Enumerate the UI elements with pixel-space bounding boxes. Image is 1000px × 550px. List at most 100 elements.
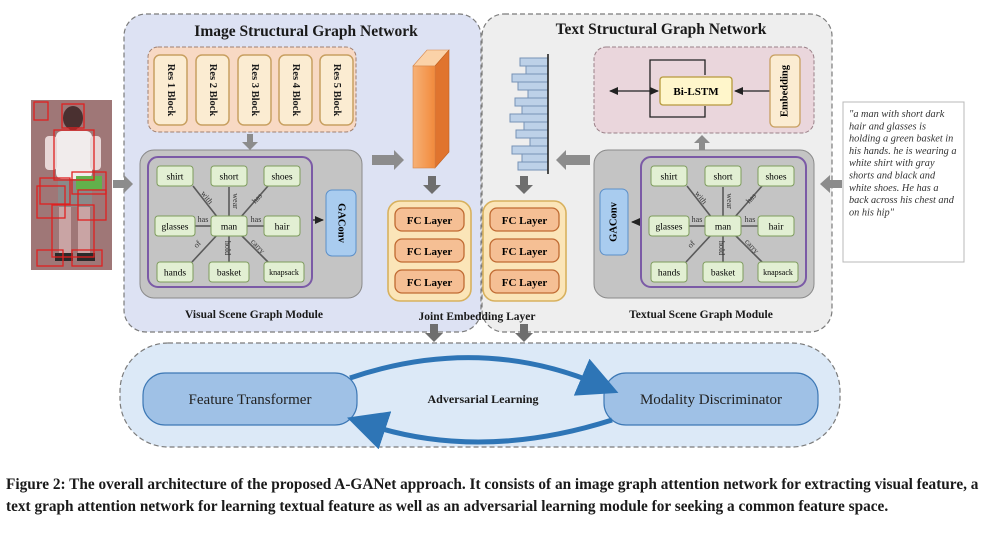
text-description-box [842,101,965,263]
res-5-block-label: Res 5 Block [331,64,342,117]
text-fc-layer-3: FC Layer [489,269,560,294]
embedding-block: Embedding [769,54,801,128]
textual-module-label: Textual Scene Graph Module [629,309,773,321]
t-node-short: short [704,165,742,187]
textual-gaconv: GAConv [599,188,629,256]
edge-label-has-left: has [198,215,209,224]
node-hair: hair [263,215,301,237]
t-node-short-label: short [714,173,733,183]
res-2-block-label: Res 2 Block [207,64,218,117]
visual-graph-frame [147,156,313,288]
node-shirt: shirt [156,165,194,187]
feature-to-fc-arrow [423,176,441,194]
node-glasses: glasses [154,215,196,237]
node-hands: hands [156,261,194,283]
t-node-hair: hair [757,215,795,237]
image-fc-layer-3: FC Layer [394,269,465,294]
textual-graph-edges [685,185,763,263]
node-shoes: shoes [263,165,301,187]
visual-graph-edges [191,185,269,263]
person-image [31,100,112,270]
architecture-figure: Image Structural Graph Network Res 1 Blo… [31,13,965,450]
bars-to-fc-arrow [515,176,533,194]
node-hair-label: hair [275,223,291,233]
t-node-hair-label: hair [769,223,785,233]
textual-graph-frame [640,156,807,288]
image-to-panel-arrow [113,175,133,193]
t-node-shirt-label: shirt [661,173,678,183]
t-node-basket: basket [702,261,744,283]
t-edge-label-has-right: has [745,215,756,224]
t-node-glasses-label: glasses [656,223,683,233]
node-shirt-label: shirt [167,173,184,183]
bilstm-lines [609,59,770,118]
node-glasses-label: glasses [162,223,189,233]
node-man-label: man [221,223,238,233]
res-2-block: Res 2 Block [195,54,230,126]
visual-scene-graph-container [139,149,363,299]
t-node-knapsack: knapsack [757,261,799,283]
t-node-basket-label: basket [711,269,736,279]
t-node-hands-label: hands [658,269,680,279]
res-3-block: Res 3 Block [237,54,272,126]
edge-label-hold: hold [223,241,232,255]
res-to-graph-arrow [242,134,258,150]
node-short: short [210,165,248,187]
image-feature-map [412,49,450,169]
node-short-label: short [220,173,239,183]
text-panel-title: Text Structural Graph Network [556,21,767,38]
t-edge-label-wear: wear [725,193,734,209]
gaconv-to-feature-arrow [372,150,404,170]
text-fc-layer-1: FC Layer [489,207,560,232]
node-knapsack-label: knapsack [269,268,299,277]
res-4-block-label: Res 4 Block [290,64,301,117]
node-hands-label: hands [164,269,186,279]
res-1-block-label: Res 1 Block [165,64,176,117]
image-fc-layer-1: FC Layer [394,207,465,232]
text-fc-layer-1-label: FC Layer [502,215,548,227]
textual-gaconv-label: GAConv [608,201,619,241]
res-5-block: Res 5 Block [319,54,354,126]
modality-discriminator-label: Modality Discriminator [640,392,782,408]
bilstm-block: Bi-LSTM [659,76,733,106]
t-node-shoes-label: shoes [765,173,786,183]
adversarial-learning-label: Adversarial Learning [428,392,539,406]
figure-caption: Figure 2: The overall architecture of th… [6,476,979,515]
image-fc-layers: FC Layer FC Layer FC Layer [394,207,465,294]
res-4-block: Res 4 Block [278,54,313,126]
t-edge-label-has-left: has [692,215,703,224]
text-gaconv-to-bars-arrow [556,150,590,170]
image-fc-layer-2-label: FC Layer [407,246,453,258]
textual-scene-graph-container [593,149,815,299]
joint-to-adversarial-arrow-right [515,324,533,342]
textual-graph-nodes: shirt short shoes glasses man hair hands… [648,165,799,283]
feature-transformer: Feature Transformer [142,372,358,426]
discriminator-to-transformer-arrow [347,411,613,450]
edge-label-wear: wear [231,193,240,209]
joint-to-adversarial-arrow-left [425,324,443,342]
image-panel-title: Image Structural Graph Network [194,23,418,40]
description-to-panel-arrow [820,175,842,193]
embedding-label: Embedding [779,64,790,117]
t-edge-label-of: of [686,239,697,250]
image-fc-layer-1-label: FC Layer [407,215,453,227]
visual-module-label: Visual Scene Graph Module [185,309,323,321]
res-3-block-label: Res 3 Block [249,64,260,117]
res-blocks: Res 1 Block Res 2 Block Res 3 Block Res … [153,54,354,126]
node-basket: basket [208,261,250,283]
image-fc-layer-2: FC Layer [394,238,465,263]
text-fc-layer-2: FC Layer [489,238,560,263]
visual-gaconv-label: GAConv [336,203,347,243]
t-node-man: man [704,215,742,237]
t-edge-label-hold: hold [717,241,726,255]
text-fc-layer-2-label: FC Layer [502,246,548,258]
text-feature-bars [509,57,549,171]
joint-embedding-label: Joint Embedding Layer [419,311,536,323]
modality-discriminator: Modality Discriminator [603,372,819,426]
transformer-to-discriminator-arrow [349,355,619,396]
text-fc-layers: FC Layer FC Layer FC Layer [489,207,560,294]
text-fc-layer-3-label: FC Layer [502,277,548,289]
t-node-hands: hands [650,261,688,283]
visual-gaconv: GAConv [325,189,357,257]
